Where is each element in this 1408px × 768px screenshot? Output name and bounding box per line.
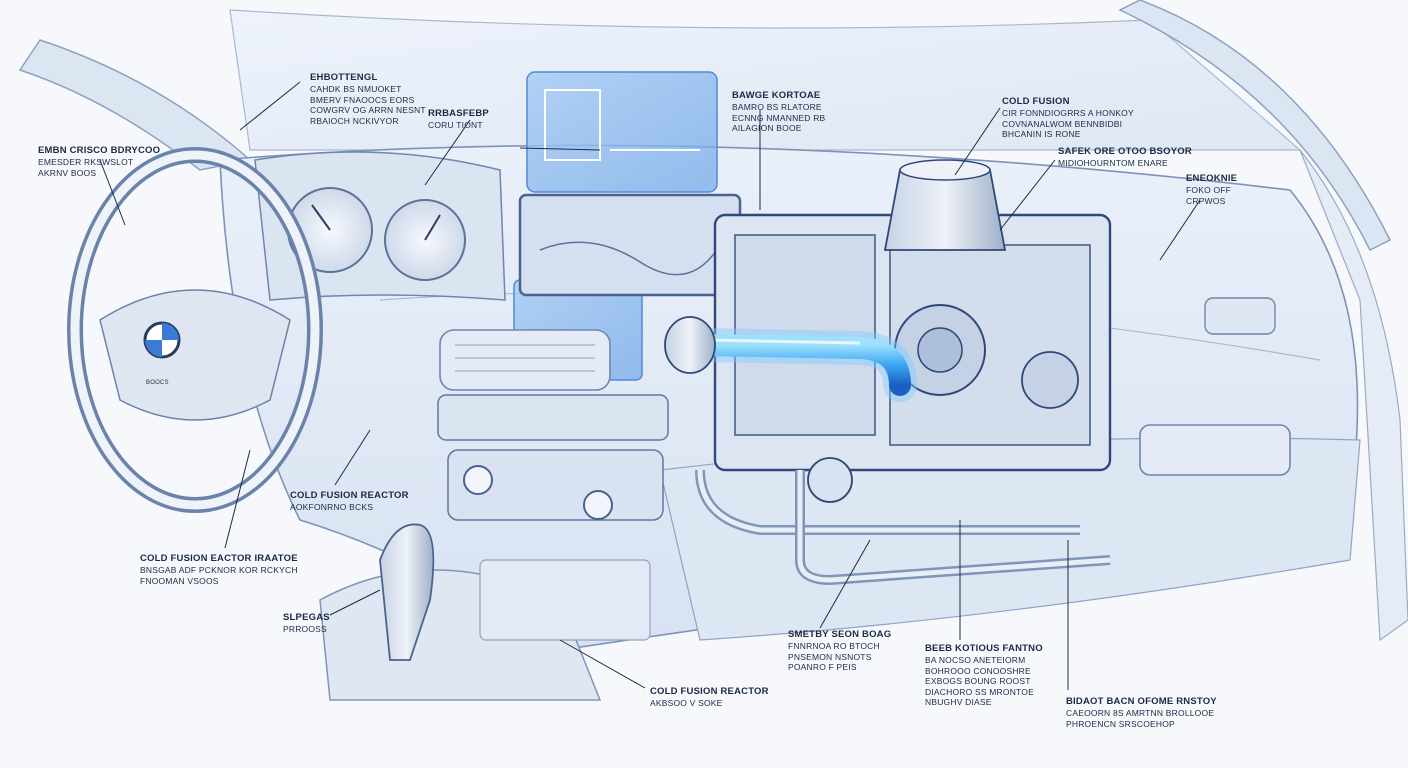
- reactor-stack: [883, 169, 1007, 251]
- callout-line: CIR FONNDIOGRRS A HONKOY: [1002, 107, 1134, 118]
- callout-reactor-bottom: COLD FUSION REACTOR AKBSOO V SOKE: [650, 686, 769, 709]
- callout-line: ECNNG NMANNED RB: [732, 112, 826, 123]
- callout-line: FNNRNOA RO BTOCH: [788, 640, 880, 651]
- hud-panel-graphic: [544, 89, 700, 161]
- callout-title: COLD FUSION: [1002, 96, 1070, 107]
- callout-line: BHCANIN IS RONE: [1002, 129, 1081, 140]
- callout-line: BOHROOO CONOOSHRE: [925, 665, 1031, 676]
- callout-line: PNSEMON NSNOTS: [788, 651, 872, 662]
- a-pillar-right: [1118, 0, 1392, 252]
- callout-line: POANRO F PEIS: [788, 662, 857, 673]
- steering-wheel: [67, 147, 323, 513]
- callout-bottom-right: BIDAOT BACN OFOME RNSTOY CAEOORN 8S AMRT…: [1066, 696, 1217, 729]
- callout-line: EMESDER RKSWSLOT: [38, 156, 134, 167]
- callout-line: COVNANALWOM BENNBIDBI: [1002, 118, 1123, 129]
- callout-line: MIDIOHOURNTOM ENARE: [1058, 157, 1168, 168]
- hud-panel-top: [526, 71, 718, 193]
- callout-line: FOKO OFF: [1186, 184, 1232, 195]
- callout-line: CORU TIONT: [428, 119, 483, 130]
- callout-line: EXBOGS BOUNG ROOST: [925, 676, 1031, 687]
- callout-title: SMETBY SEON BOAG: [788, 629, 892, 640]
- callout-title: BIDAOT BACN OFOME RNSTOY: [1066, 696, 1217, 707]
- callout-line: RBAIOCH NCKIVYOR: [310, 115, 399, 126]
- callout-reactor-mid: COLD FUSION REACTOR AOKFONRNO BCKS: [290, 490, 409, 513]
- callout-title: COLD FUSION REACTOR: [650, 686, 769, 697]
- callout-line: FNOOMAN VSOOS: [140, 575, 219, 586]
- callout-line: AILAGION BOOE: [732, 123, 802, 134]
- callout-title: COLD FUSION REACTOR: [290, 490, 409, 501]
- callout-line: PHROENCN SRSCOEHOP: [1066, 718, 1175, 729]
- callout-line: BA NOCSO ANETEIORM: [925, 654, 1026, 665]
- callout-bottom-mid: BEEB KOTIOUS FANTNO BA NOCSO ANETEIORM B…: [925, 643, 1043, 708]
- callout-hud: RRBASFEBP CORU TIONT: [428, 108, 489, 131]
- climate-knob-right: [583, 490, 613, 520]
- callout-right: ENEOKNIE FOKO OFF CRPWOS: [1186, 173, 1237, 206]
- callout-line: BAMRO BS RLATORE: [732, 101, 822, 112]
- callout-line: BNSGAB ADF PCKNOR KOR RCKYCH: [140, 564, 298, 575]
- callout-line: COWGRV OG ARRN NESNT: [310, 105, 426, 116]
- tube-coupling: [664, 316, 716, 374]
- leader-lines: [99, 81, 1201, 690]
- vent-small-right: [1204, 297, 1276, 335]
- speedometer-needle: [311, 204, 331, 231]
- callout-safety: SAFEK ORE OTOO BSOYOR MIDIOHOURNTOM ENAR…: [1058, 146, 1192, 169]
- callout-center-top: BAWGE KORTOAE BAMRO BS RLATORE ECNNG NMA…: [732, 90, 825, 134]
- door-right: [1299, 149, 1408, 642]
- center-screen-map: [539, 241, 721, 276]
- glovebox-lower: [479, 559, 651, 641]
- callout-title: EMBN CRISCO BDRYCOO: [38, 145, 161, 156]
- vent-right: [1139, 424, 1291, 476]
- callout-left: EMBN CRISCO BDRYCOO EMESDER RKSWSLOT AKR…: [38, 145, 160, 178]
- gear-shifter: [379, 523, 435, 661]
- callout-line: PRROOSS: [283, 623, 327, 634]
- callout-line: NBUGHV DIASE: [925, 697, 992, 708]
- callout-title: BEEB KOTIOUS FANTNO: [925, 643, 1043, 654]
- callout-cold-fusion-top: COLD FUSION CIR FONNDIOGRRS A HONKOY COV…: [1002, 96, 1134, 140]
- vent-center: [439, 329, 611, 391]
- callout-title: EHBOTTENGL: [310, 72, 378, 83]
- callout-line: AKRNV BOOS: [38, 167, 97, 178]
- steering-badge-text: BOOCS: [146, 380, 169, 386]
- climate-knob-left: [463, 465, 493, 495]
- callout-smetry: SMETBY SEON BOAG FNNRNOA RO BTOCH PNSEMO…: [788, 629, 891, 673]
- callout-reactor-left: COLD FUSION EACTOR IRAATOE BNSGAB ADF PC…: [140, 553, 298, 586]
- callout-line: AKBSOO V SOKE: [650, 697, 723, 708]
- callout-title: ENEOKNIE: [1186, 173, 1238, 184]
- callout-line: AOKFONRNO BCKS: [290, 501, 374, 512]
- callout-title: COLD FUSION EACTOR IRAATOE: [140, 553, 298, 564]
- callout-top-left: EHBOTTENGL CAHDK BS NMUOKET BMERV FNAOOC…: [310, 72, 426, 126]
- tachometer-needle: [424, 214, 441, 241]
- callout-title: SLPEGAS: [283, 612, 330, 623]
- callout-line: CRPWOS: [1186, 195, 1226, 206]
- radio-panel: [437, 394, 669, 441]
- callout-line: BMERV FNAOOCS EORS: [310, 94, 415, 105]
- cold-fusion-reactor: [695, 159, 1112, 586]
- callout-title: SAFEK ORE OTOO BSOYOR: [1058, 146, 1192, 157]
- callout-line: DIACHORO SS MRONTOE: [925, 686, 1034, 697]
- callout-line: CAHDK BS NMUOKET: [310, 83, 402, 94]
- callout-line: CAEOORN 8S AMRTNN BROLLOOE: [1066, 707, 1215, 718]
- callout-title: BAWGE KORTOAE: [732, 90, 821, 101]
- callout-gear: SLPEGAS PRROOSS: [283, 612, 330, 635]
- callout-title: RRBASFEBP: [428, 108, 489, 119]
